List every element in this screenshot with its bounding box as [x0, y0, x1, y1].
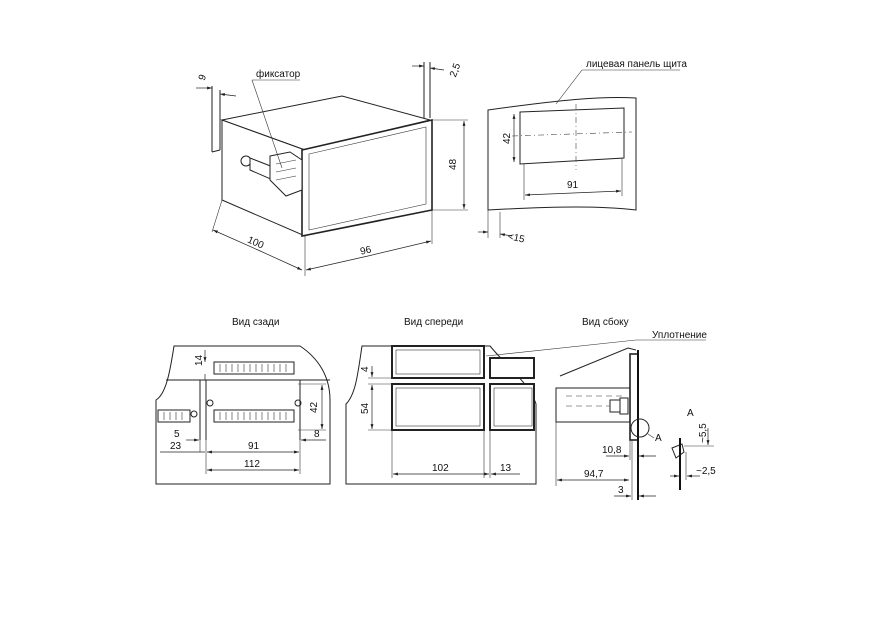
detail-a-callout: A [655, 433, 662, 444]
dim-cut-15: <15 [507, 231, 526, 245]
rear-dim-112: 112 [244, 459, 260, 470]
front-view: Вид спереди 4 54 102 13 [345, 317, 637, 485]
dim-cut-91: 91 [567, 180, 579, 191]
front-view-title: Вид спереди [404, 317, 463, 328]
detail-a-title: A [687, 408, 694, 419]
dim-2-5: 2,5 [448, 61, 463, 78]
panel-cutout-view: лицевая панель щита 42 91 <15 [478, 59, 687, 246]
seal-label: Уплотнение [652, 330, 707, 341]
panel-label: лицевая панель щита [586, 59, 687, 70]
front-dim-54: 54 [360, 402, 371, 414]
rear-dim-23: 23 [170, 441, 182, 452]
side-dim-94-7: 94,7 [584, 469, 604, 480]
rear-dim-8: 8 [314, 429, 320, 440]
rear-dim-5: 5 [174, 429, 180, 440]
rear-dim-42: 42 [309, 401, 320, 413]
dim-48: 48 [448, 158, 459, 170]
dim-9: 9 [197, 73, 209, 82]
side-view-title: Вид сбоку [582, 316, 629, 328]
isometric-device-view: фиксатор 9 2,5 48 96 100 [196, 61, 468, 276]
detail-dim-2-5: ~2,5 [696, 466, 716, 477]
dim-100: 100 [245, 235, 265, 252]
rear-dim-91: 91 [248, 441, 260, 452]
front-dim-4: 4 [360, 366, 371, 372]
detail-a-view: A ~5,5 ~2,5 [670, 408, 716, 490]
side-dim-3: 3 [618, 485, 624, 496]
front-dim-13: 13 [500, 463, 512, 474]
detail-dim-5-5: ~5,5 [698, 423, 709, 443]
latch-mechanism [240, 151, 303, 197]
rear-view-title: Вид сзади [232, 317, 279, 328]
dim-cut-42: 42 [502, 132, 513, 144]
latch-label: фиксатор [256, 68, 301, 80]
front-dim-102: 102 [432, 463, 449, 474]
rear-view: Вид сзади 14 42 5 23 [155, 317, 331, 485]
side-view: Вид сбоку Уплотнение A 10,8 94,7 3 [555, 316, 707, 500]
rear-dim-14: 14 [194, 354, 205, 366]
dim-96: 96 [359, 244, 373, 257]
side-dim-10-8: 10,8 [602, 445, 622, 456]
